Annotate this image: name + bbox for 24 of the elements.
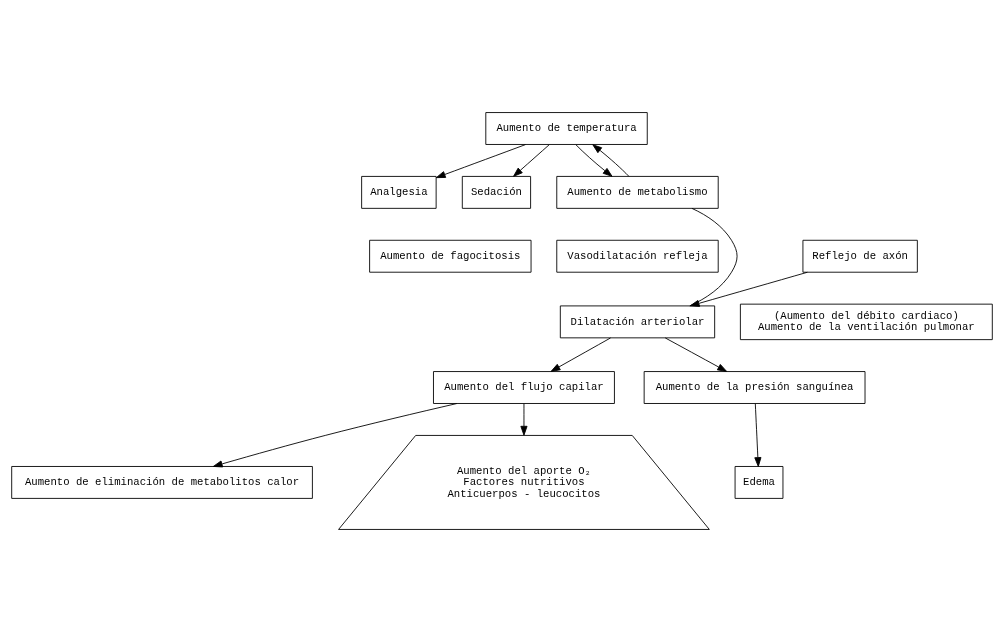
arrow: [592, 144, 630, 177]
arrow: [754, 403, 762, 467]
node-box: Dilatación arteriolar: [559, 305, 716, 339]
arrow: [435, 144, 526, 179]
arrow: [575, 144, 613, 177]
node-box: Aumento de temperatura: [485, 112, 648, 145]
arrow: [689, 271, 808, 307]
node-box: Aumento de eliminación de metabolitos calor: [11, 466, 313, 499]
node-box: Analgesia: [361, 175, 437, 209]
node-box: Aumento de la presión sanguínea: [643, 371, 866, 404]
node-box: Vasodilatación refleja: [556, 239, 719, 273]
node-box: Aumento del flujo capilar: [433, 371, 615, 404]
node-box: Reflejo de axón: [802, 239, 918, 273]
node-box: Edema: [734, 466, 784, 499]
arrow: [550, 337, 612, 372]
node-box: Sedación: [461, 175, 532, 209]
connector: [689, 207, 738, 307]
node-box: Aumento de fagocitosis: [369, 239, 532, 273]
arrow: [664, 337, 728, 372]
arrow: [212, 403, 458, 468]
arrow: [513, 144, 550, 177]
node-box: Aumento de metabolismo: [556, 175, 719, 209]
node-box: (Aumento del débito cardiaco) Aumento de la ventilación pulmonar: [739, 303, 993, 341]
arrow: [520, 403, 528, 436]
